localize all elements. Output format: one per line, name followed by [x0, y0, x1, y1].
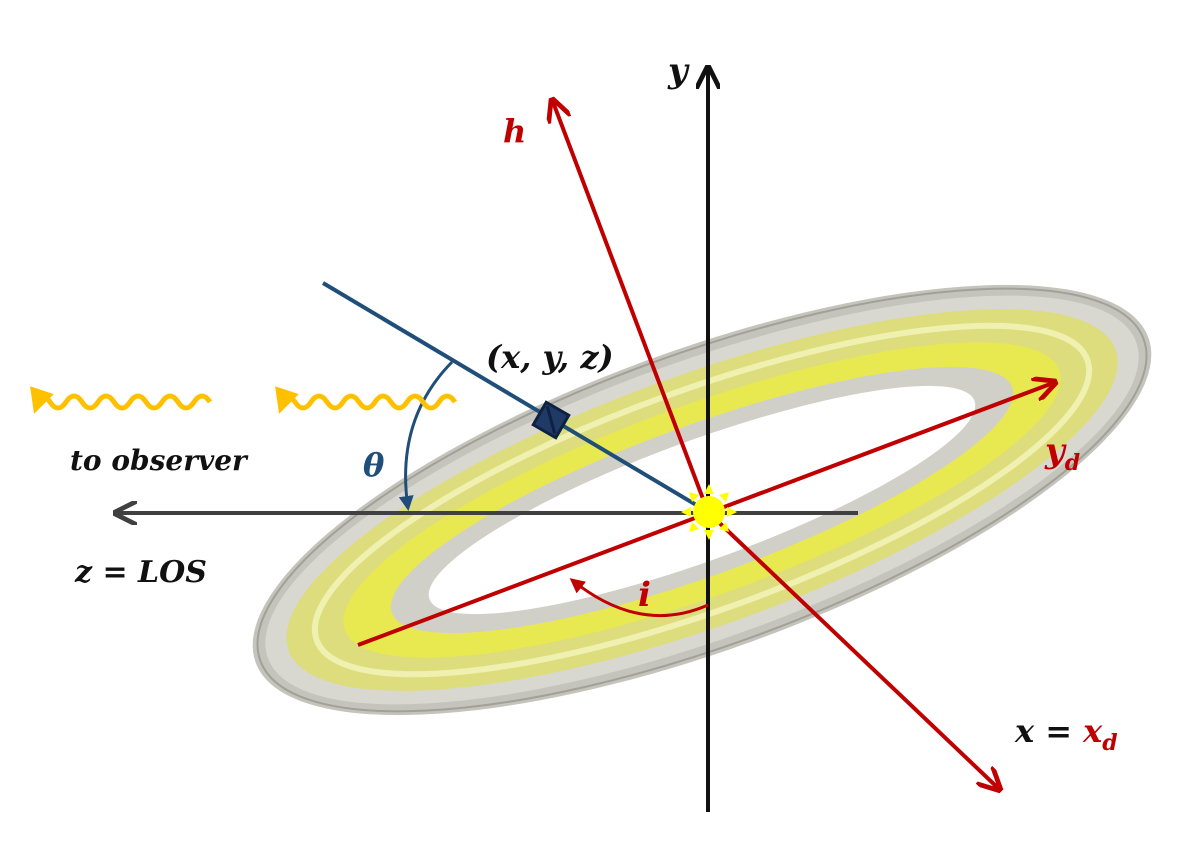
point-label: (x, y, z)	[486, 338, 614, 376]
line-of-sight-ray	[321, 281, 710, 514]
theta-label: θ	[363, 446, 385, 484]
photon-arrow-icon	[30, 386, 213, 414]
yd-axis-label: yd	[1044, 431, 1080, 476]
central-source-icon	[681, 484, 737, 540]
photon-arrow-icon	[275, 386, 458, 414]
theta-arc	[398, 360, 454, 511]
h-axis	[553, 102, 710, 513]
to-observer-label: to observer	[70, 444, 249, 477]
xd-axis-label: x = xd	[1014, 712, 1118, 756]
y-axis-label: y	[667, 51, 690, 91]
inclination-label: i	[638, 575, 651, 615]
inclination-arc	[569, 578, 709, 618]
emitting-cell-icon	[531, 400, 571, 440]
h-axis-label: h	[503, 112, 526, 150]
los-label: z = LOS	[74, 555, 207, 590]
xd-axis	[706, 510, 998, 788]
